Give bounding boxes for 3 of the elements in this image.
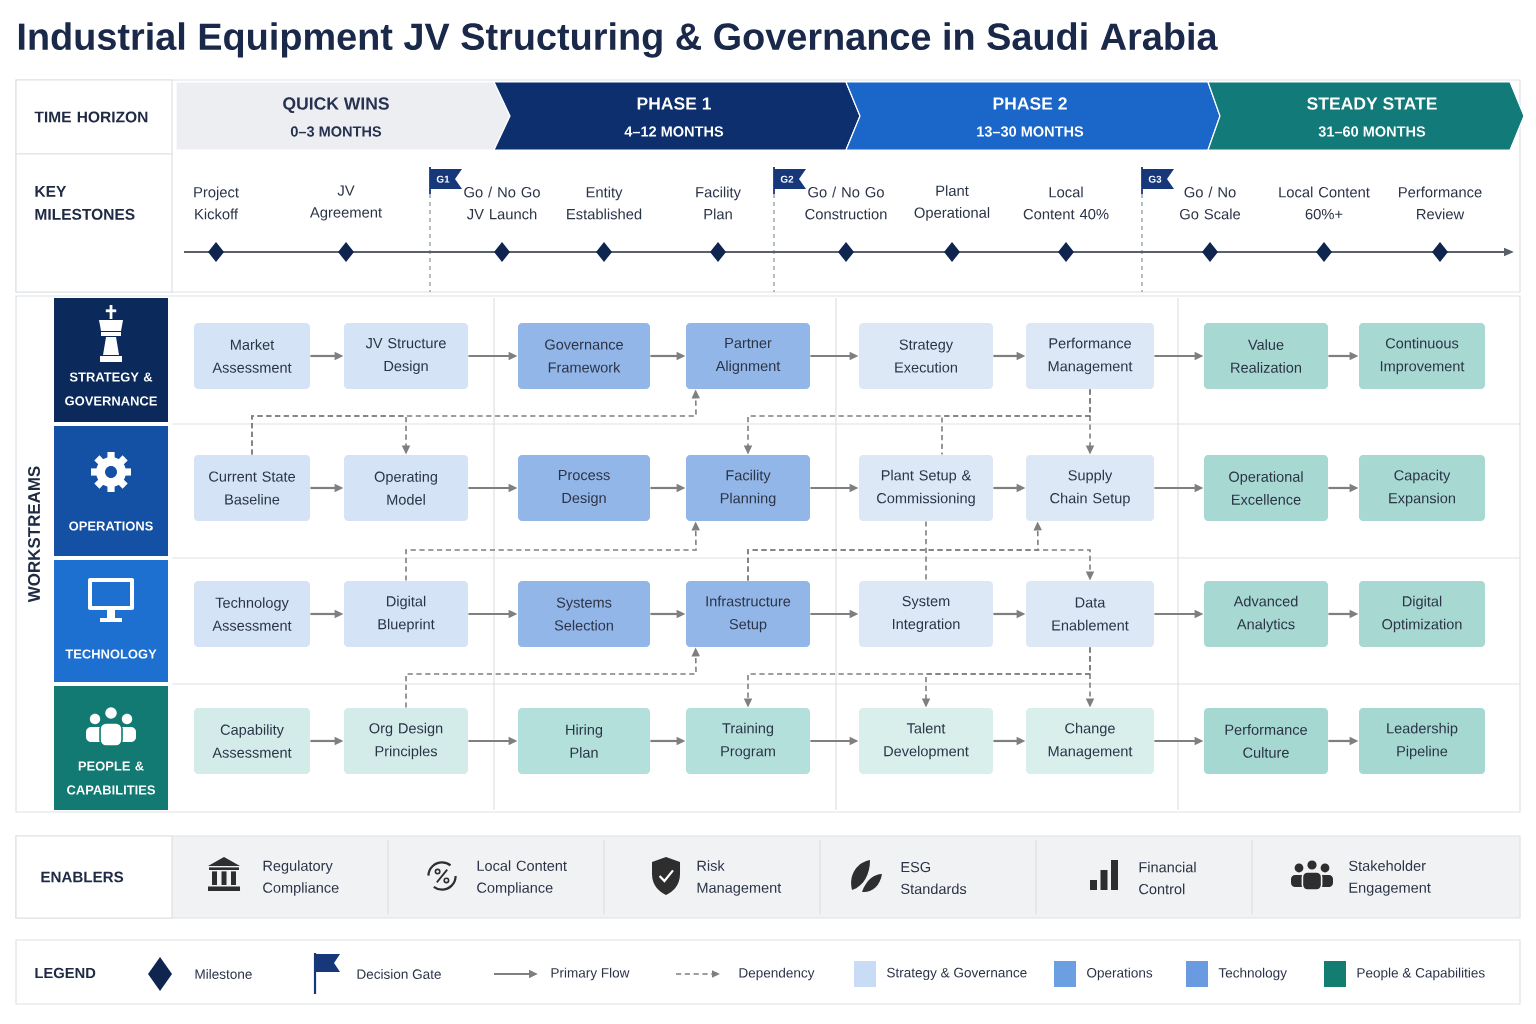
- dependency-line: [925, 520, 927, 582]
- side-label: WORKSTREAMS: [28, 466, 40, 603]
- title: Industrial Equipment JV Structuring & Governance in Saudi Arabia: [18, 22, 1218, 58]
